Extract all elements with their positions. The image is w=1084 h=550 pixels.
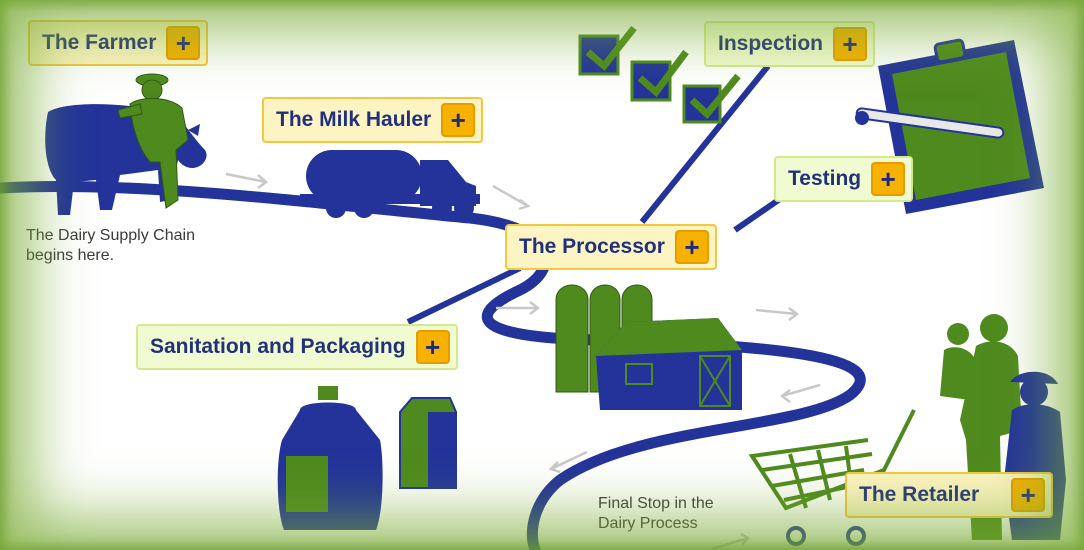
plus-icon[interactable]: + <box>441 103 476 137</box>
farmer-illustration <box>117 73 189 209</box>
plus-icon[interactable]: + <box>871 162 906 196</box>
plus-icon[interactable]: + <box>674 230 709 264</box>
plus-icon[interactable]: + <box>166 26 201 60</box>
milk-jug-illustration <box>277 386 383 530</box>
callout-the-retailer[interactable]: The Retailer + <box>845 472 1054 518</box>
callout-label: The Farmer <box>42 31 157 54</box>
plus-icon[interactable]: + <box>415 330 450 364</box>
processor-barn-illustration <box>555 284 742 410</box>
inspection-connector <box>639 64 771 224</box>
callout-label: The Milk Hauler <box>276 108 432 131</box>
sanitation-connector <box>406 265 522 325</box>
direction-arrows <box>225 172 821 550</box>
callout-label: Inspection <box>718 32 824 55</box>
thermometer-icon <box>855 107 1005 139</box>
end-note: Final Stop in the Dairy Process <box>598 495 714 532</box>
callout-label: The Processor <box>519 235 665 258</box>
start-note: The Dairy Supply Chain begins here. <box>26 227 195 264</box>
milk-truck-illustration <box>300 150 480 218</box>
callout-label: Testing <box>788 167 862 190</box>
callout-the-farmer[interactable]: The Farmer + <box>28 20 209 66</box>
callout-sanitation-and-packaging[interactable]: Sanitation and Packaging + <box>136 324 458 370</box>
callout-the-processor[interactable]: The Processor + <box>505 224 717 270</box>
plus-icon[interactable]: + <box>833 27 868 61</box>
callout-testing[interactable]: Testing + <box>774 156 914 202</box>
milk-carton-illustration <box>399 397 457 489</box>
callout-the-milk-hauler[interactable]: The Milk Hauler + <box>262 97 484 143</box>
inspection-checkmarks <box>578 25 741 124</box>
clipboard-illustration <box>855 38 1044 214</box>
plus-icon[interactable]: + <box>1011 478 1046 512</box>
callout-inspection[interactable]: Inspection + <box>704 21 876 67</box>
callout-label: Sanitation and Packaging <box>150 335 406 358</box>
callout-label: The Retailer <box>859 483 980 506</box>
